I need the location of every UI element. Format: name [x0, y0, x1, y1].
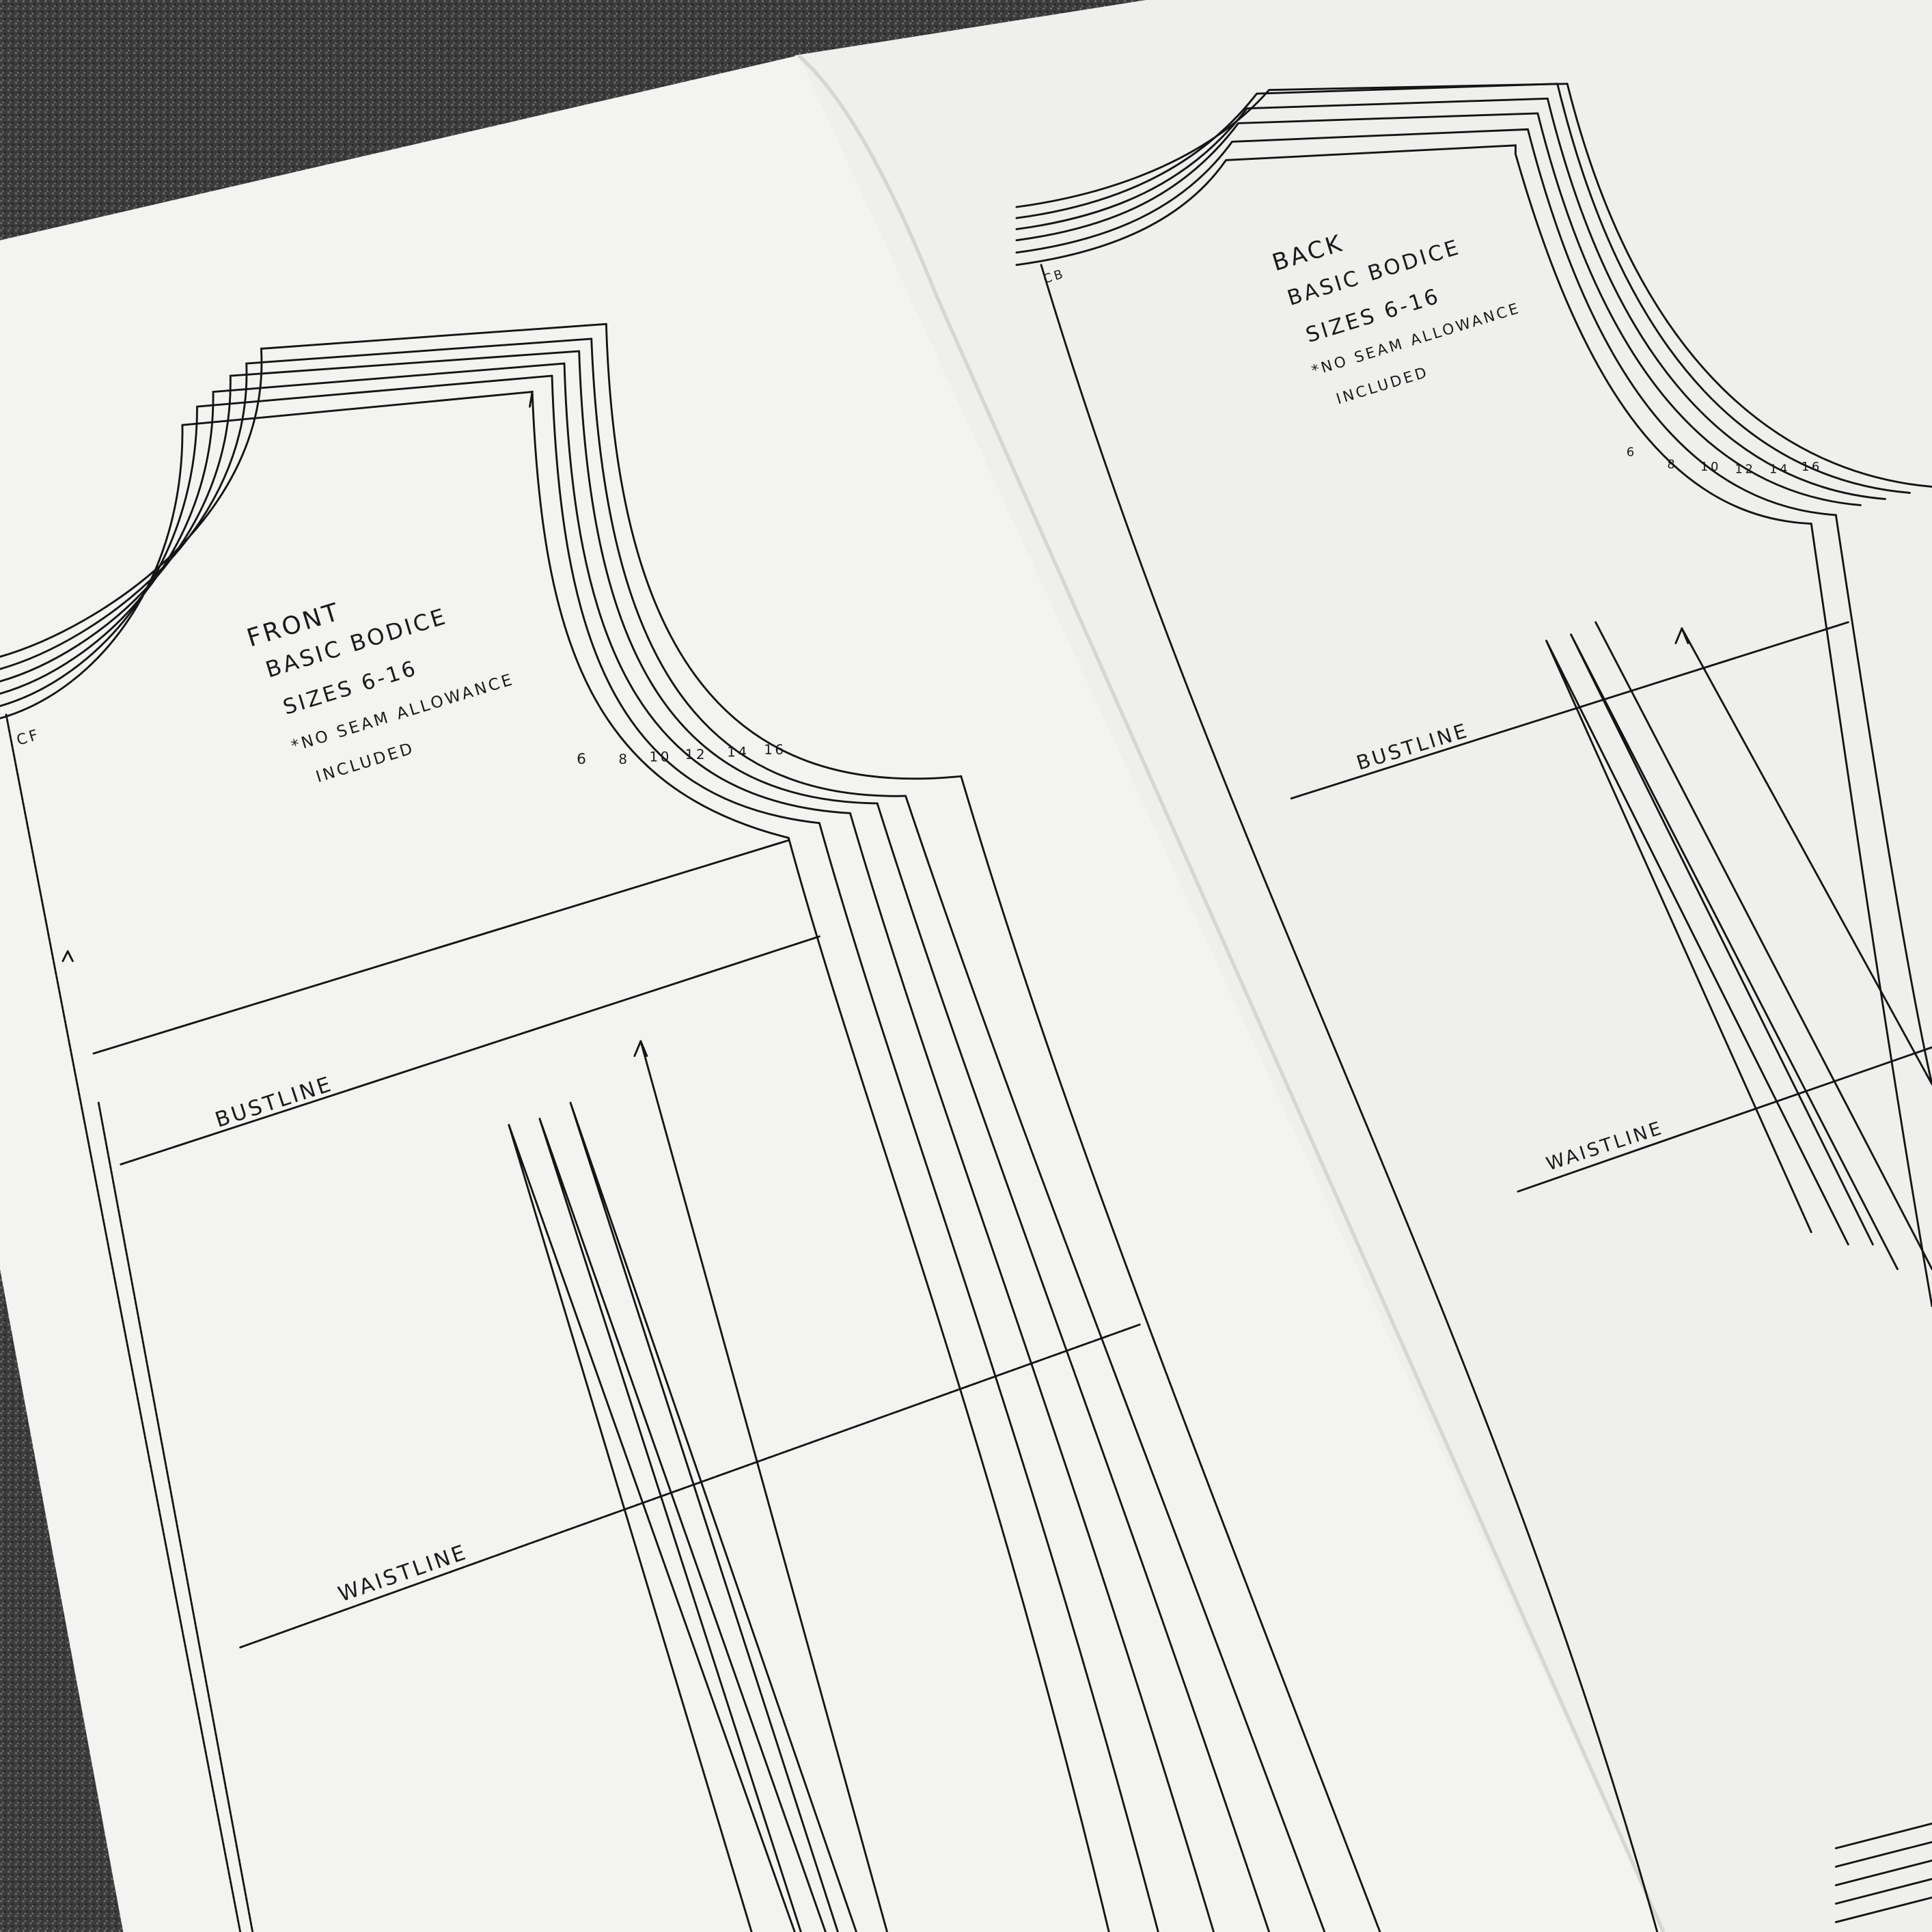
back-pattern-lines — [1015, 83, 1932, 1932]
front-size-mark-6: 6 — [577, 751, 588, 768]
front-pattern-sheet — [0, 55, 1664, 1932]
paper-fold — [797, 54, 1666, 1932]
front-size-mark-16: 16 — [764, 742, 786, 758]
front-size-mark-8: 8 — [618, 751, 629, 767]
front-size-mark-14: 14 — [727, 744, 749, 760]
back-pattern-sheet — [795, 0, 1932, 1932]
back-size-mark-12: 12 — [1735, 463, 1755, 477]
front-pattern-lines — [0, 322, 1381, 1932]
front-size-mark-10: 10 — [649, 749, 671, 765]
back-size-mark-10: 10 — [1700, 460, 1721, 474]
back-size-mark-8: 8 — [1667, 457, 1677, 471]
back-size-mark-16: 16 — [1802, 460, 1822, 474]
back-size-mark-6: 6 — [1627, 445, 1637, 459]
front-size-mark-12: 12 — [685, 747, 707, 762]
back-size-mark-14: 14 — [1769, 463, 1790, 477]
